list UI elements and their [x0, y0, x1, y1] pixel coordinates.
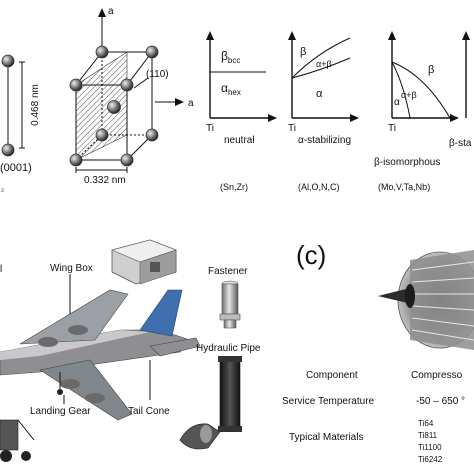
- wing-box-part: [111, 239, 177, 285]
- phase-label-alpha: α: [316, 88, 323, 100]
- phase-diagram-neutral: βbcc αhex Ti neutral (Sn,Zr): [206, 31, 277, 192]
- engine-nacelle: [60, 379, 80, 389]
- bcc-atom: [120, 153, 134, 167]
- table-cell-temperature: -50 – 650 °: [416, 396, 465, 407]
- fastener-part: [219, 280, 241, 329]
- phase-label-beta: β: [428, 64, 434, 76]
- engine-nacelle: [38, 337, 58, 347]
- bcc-atom: [69, 153, 83, 167]
- bcc-cell: a a (110): [69, 6, 194, 186]
- label-hydraulic-pipe: Hydraulic Pipe: [196, 343, 261, 354]
- table-cell-material: Ti64: [418, 419, 434, 428]
- bcc-atom: [145, 128, 159, 142]
- table-cell-material: Ti1100: [418, 443, 442, 452]
- diagram-type-label: α-stabilizing: [298, 135, 351, 146]
- table-column-header: Compresso: [411, 370, 463, 381]
- hcp-plane-label: (0001): [0, 162, 32, 174]
- diagram-type-label: β-isomorphous: [374, 157, 440, 168]
- materials-table: Component Compresso Service Temperature …: [282, 370, 465, 464]
- phase-diagram-alpha-stabilizing: β α+β α Ti α-stabilizing (Al,O,N,C): [288, 31, 359, 192]
- bcc-center-atom: [107, 100, 121, 114]
- ground-vehicle: [0, 419, 35, 462]
- hcp-cell: 0.468 nm (0001) ₂: [0, 54, 41, 193]
- partial-diagram-label: β-sta: [449, 138, 472, 149]
- diagram-examples-label: (Al,O,N,C): [298, 182, 340, 192]
- airplane-tail-fin: [139, 289, 183, 337]
- hcp-atom: [1, 143, 15, 157]
- bcc-atom: [69, 78, 83, 92]
- hydraulic-pipe-part: [218, 356, 242, 432]
- engine-nacelle: [85, 393, 105, 403]
- engine-nacelle: [68, 325, 88, 335]
- bcc-atom: [145, 45, 159, 59]
- element-label: Ti: [288, 123, 296, 134]
- hcp-atom: [1, 54, 15, 68]
- panel-c-label: (c): [296, 240, 326, 270]
- bcc-axis-right-label: a: [188, 98, 194, 109]
- table-cell-material: Ti811: [418, 431, 438, 440]
- table-row-label-component: Component: [306, 370, 358, 381]
- airplane: [0, 289, 201, 421]
- hcp-fragment: ₂: [1, 184, 4, 193]
- label-fastener: Fastener: [208, 266, 248, 277]
- bcc-dimension-label: 0.332 nm: [84, 175, 126, 186]
- phase-label-alpha-beta: α+β: [316, 59, 332, 69]
- phase-diagram-partial: β-sta: [449, 31, 472, 149]
- tail-cone-part: [179, 423, 221, 450]
- phase-label-beta: βbcc: [221, 49, 240, 65]
- element-label: Ti: [206, 123, 214, 134]
- table-row-label-typical-materials: Typical Materials: [289, 432, 363, 443]
- bcc-plane-label: (110): [146, 69, 169, 80]
- phase-label-alpha-beta: α+β: [401, 90, 417, 100]
- label-landing-gear: Landing Gear: [30, 406, 91, 417]
- bcc-atom: [95, 45, 109, 59]
- bcc-atom: [95, 128, 109, 142]
- hcp-c-dimension: 0.468 nm: [30, 84, 41, 126]
- phase-label-beta: β: [300, 46, 306, 58]
- left-fragment-label: l: [0, 264, 2, 275]
- phase-label-alpha: αhex: [221, 81, 241, 97]
- label-tail-cone: Tail Cone: [128, 406, 170, 417]
- table-cell-material: Ti6242: [418, 455, 443, 464]
- airplane-wing: [19, 289, 129, 345]
- element-label: Ti: [388, 123, 396, 134]
- jet-engine: [378, 250, 474, 350]
- diagram-examples-label: (Sn,Zr): [220, 182, 248, 192]
- diagram-type-label: neutral: [224, 135, 255, 146]
- bcc-axis-top-label: a: [108, 6, 114, 17]
- airplane-wing-lower: [39, 359, 133, 421]
- table-row-label-service-temperature: Service Temperature: [282, 396, 375, 407]
- phase-diagram-beta-isomorphous: β α+β α Ti β-isomorphous (Mo,V,Ta,Nb): [374, 31, 459, 192]
- diagram-examples-label: (Mo,V,Ta,Nb): [378, 182, 430, 192]
- bcc-atom: [120, 78, 134, 92]
- label-wing-box: Wing Box: [50, 263, 93, 274]
- phase-label-alpha: α: [394, 97, 400, 108]
